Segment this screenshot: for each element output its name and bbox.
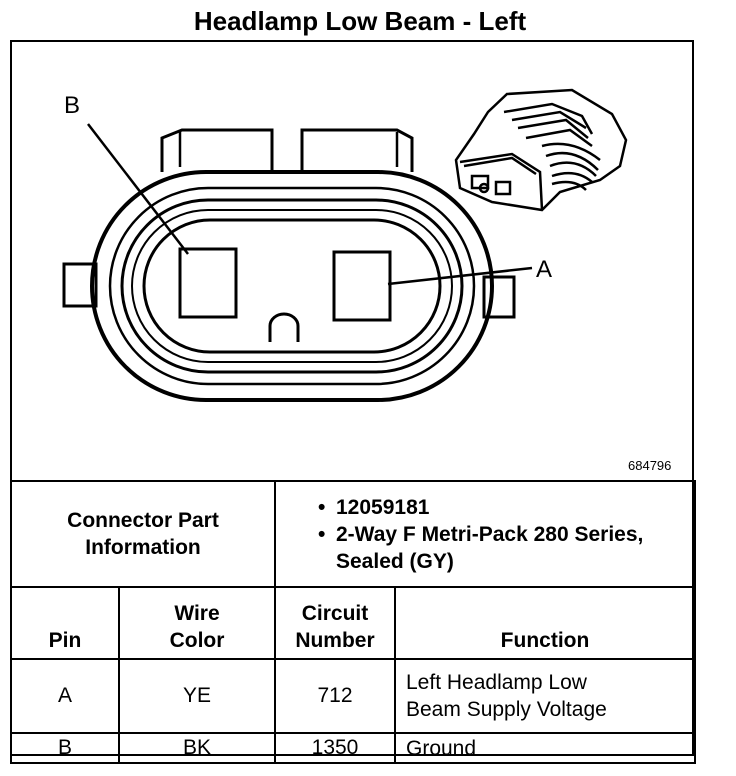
- connector-description: 2-Way F Metri-Pack 280 Series, Sealed (G…: [318, 521, 694, 575]
- header-circuit-number: Circuit Number: [274, 586, 396, 660]
- connector-3d-sketch: [454, 88, 628, 212]
- connector-part-info-label: Connector Part Information: [10, 480, 276, 588]
- pin-cell: B: [10, 732, 120, 764]
- circuit-number-cell: 712: [274, 658, 396, 734]
- pin-cell: A: [10, 658, 120, 734]
- header-pin: Pin: [10, 586, 120, 660]
- header-function: Function: [393, 586, 697, 660]
- callout-b-label: B: [64, 92, 81, 119]
- figure-id: 684796: [628, 458, 672, 473]
- connector-face: [62, 128, 516, 402]
- function-cell: Ground: [393, 732, 697, 764]
- page-title: Headlamp Low Beam - Left: [193, 6, 527, 36]
- part-number: 12059181: [318, 494, 694, 521]
- function-cell: Left Headlamp Low Beam Supply Voltage: [393, 658, 697, 734]
- wire-color-cell: YE: [118, 658, 276, 734]
- table-row: B BK 1350 Ground: [10, 732, 697, 764]
- connector-diagram: [62, 88, 628, 402]
- wire-color-cell: BK: [118, 732, 276, 764]
- connector-part-info-values: 12059181 2-Way F Metri-Pack 280 Series, …: [273, 480, 697, 588]
- table-row: A YE 712 Left Headlamp Low Beam Supply V…: [10, 658, 697, 734]
- callout-b-leader: [87, 123, 189, 255]
- callout-a-leader: [387, 266, 533, 286]
- callout-a-label: A: [536, 256, 553, 283]
- connector-info-table: Connector Part Information 12059181 2-Wa…: [10, 480, 697, 764]
- circuit-number-cell: 1350: [274, 732, 396, 764]
- header-wire-color: Wire Color: [118, 586, 276, 660]
